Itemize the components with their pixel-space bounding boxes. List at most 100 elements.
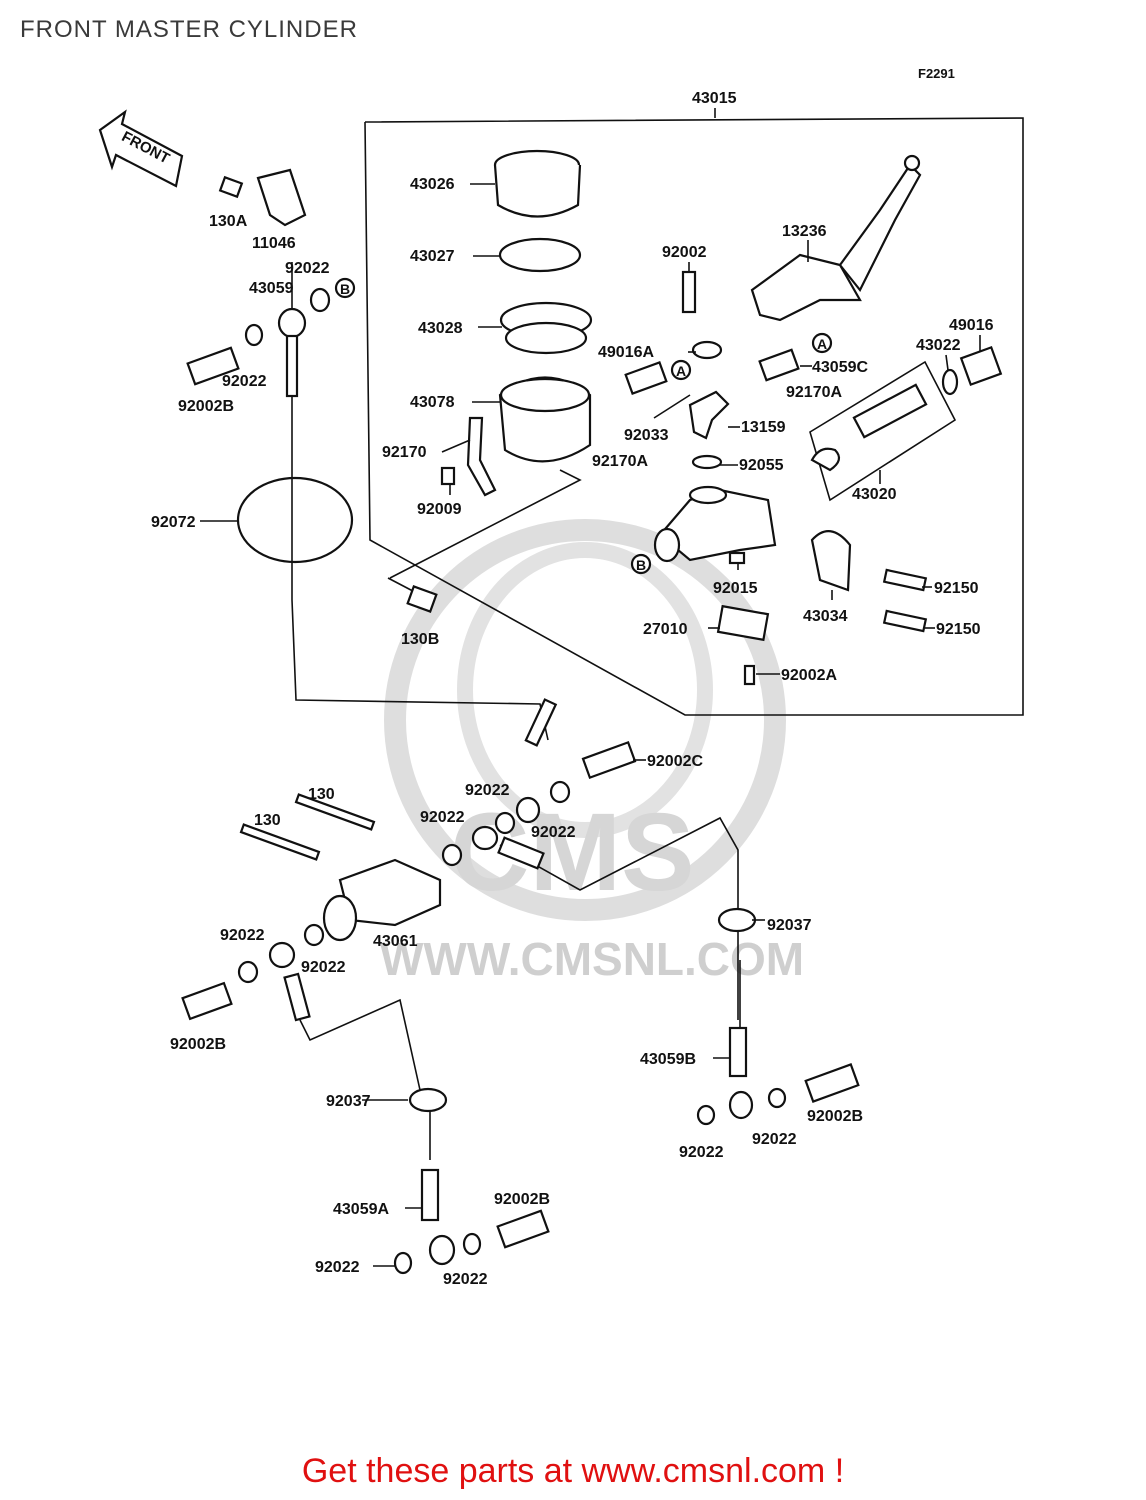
label-92002B-b: 92002B bbox=[170, 1036, 226, 1053]
reservoir-bracket bbox=[466, 416, 497, 497]
washer-92055 bbox=[691, 454, 723, 470]
label-92022-h: 92022 bbox=[679, 1144, 724, 1161]
washer-92022-e bbox=[441, 843, 463, 867]
leader-lines bbox=[200, 183, 981, 1267]
label-130A: 130A bbox=[209, 213, 248, 230]
label-92022-a: 92022 bbox=[285, 260, 330, 277]
promo-link[interactable]: Get these parts at www.cmsnl.com ! bbox=[301, 1452, 845, 1490]
reservoir-cap bbox=[493, 149, 582, 218]
label-43026: 43026 bbox=[410, 176, 455, 193]
bolt-92002C bbox=[581, 740, 637, 780]
label-92002B-a: 92002B bbox=[178, 398, 234, 415]
label-92002B-c: 92002B bbox=[807, 1108, 863, 1125]
label-92150-2: 92150 bbox=[936, 621, 981, 638]
label-92015: 92015 bbox=[713, 580, 758, 597]
clamp-43034 bbox=[810, 530, 852, 592]
bracket-11046 bbox=[256, 168, 307, 227]
banjo-43059B bbox=[728, 1090, 754, 1120]
label-130B: 130B bbox=[401, 631, 439, 648]
washer-92022-h bbox=[696, 1104, 716, 1126]
label-92033: 92033 bbox=[624, 427, 669, 444]
screw-92009 bbox=[440, 466, 456, 486]
lever bbox=[750, 154, 922, 322]
diaphragm-plate bbox=[498, 237, 582, 273]
joint-43059C bbox=[758, 348, 800, 382]
label-13159: 13159 bbox=[741, 419, 786, 436]
bolt-130-a bbox=[294, 793, 376, 831]
watermark-text: WWW.CMSNL.COM bbox=[380, 933, 804, 985]
label-43059C: 43059C bbox=[812, 359, 868, 376]
label-92022-i: 92022 bbox=[752, 1131, 797, 1148]
front-arrow-icon: FRONT bbox=[98, 109, 184, 188]
label-130-1: 130 bbox=[308, 786, 335, 803]
label-92170A-1: 92170A bbox=[786, 384, 842, 401]
label-43078: 43078 bbox=[410, 394, 455, 411]
label-43059: 43059 bbox=[249, 280, 294, 297]
label-43028: 43028 bbox=[418, 320, 463, 337]
reservoir bbox=[498, 376, 592, 463]
part-labels: 43015 43026 43027 43028 43078 92170 9200… bbox=[151, 90, 994, 1288]
nut-92015 bbox=[728, 551, 746, 565]
assembly-outline bbox=[364, 117, 1024, 716]
label-130-2: 130 bbox=[254, 812, 281, 829]
label-92022-e: 92022 bbox=[420, 809, 465, 826]
banjo-mid bbox=[471, 825, 499, 851]
banjo-43059A bbox=[428, 1234, 456, 1266]
marker-a-1: A bbox=[670, 359, 692, 381]
label-92022-b: 92022 bbox=[222, 373, 267, 390]
label-43022: 43022 bbox=[916, 337, 961, 354]
washer-92022-f bbox=[303, 923, 325, 947]
label-92022-d: 92022 bbox=[531, 824, 576, 841]
page-title: FRONT MASTER CYLINDER bbox=[20, 16, 358, 43]
marker-b-1: B bbox=[334, 277, 356, 299]
master-cylinder-body bbox=[653, 485, 777, 563]
bolt-130B bbox=[406, 585, 438, 613]
hose-fitting-upper bbox=[524, 698, 558, 747]
elbow-13159 bbox=[688, 390, 730, 440]
bolt-130A bbox=[218, 175, 244, 199]
label-92022-c: 92022 bbox=[465, 782, 510, 799]
diaphragm bbox=[499, 301, 593, 355]
label-92002: 92002 bbox=[662, 244, 707, 261]
washer-92022-d bbox=[549, 780, 571, 804]
boot-49016 bbox=[959, 345, 1003, 387]
washer-92022-g bbox=[237, 960, 259, 984]
marker-b-2: B bbox=[630, 553, 652, 575]
washer-92022-k bbox=[462, 1232, 482, 1256]
svg-text:A: A bbox=[676, 363, 686, 379]
label-49016A: 49016A bbox=[598, 344, 654, 361]
label-27010: 27010 bbox=[643, 621, 688, 638]
label-43061: 43061 bbox=[373, 933, 418, 950]
label-92002B-d: 92002B bbox=[494, 1191, 550, 1208]
joint-43061 bbox=[322, 858, 442, 942]
switch-27010 bbox=[716, 604, 770, 642]
label-43059B: 43059B bbox=[640, 1051, 696, 1068]
label-49016: 49016 bbox=[949, 317, 994, 334]
label-92150-1: 92150 bbox=[934, 580, 979, 597]
label-43027: 43027 bbox=[410, 248, 455, 265]
label-92022-j: 92022 bbox=[315, 1259, 360, 1276]
bolt-92002B-d bbox=[496, 1209, 550, 1249]
label-92037-b: 92037 bbox=[326, 1093, 371, 1110]
washer-92022-b bbox=[244, 323, 264, 347]
banjo-lower-left bbox=[268, 941, 296, 969]
piston-43020 bbox=[810, 383, 928, 472]
boot-49016A bbox=[691, 340, 723, 360]
label-92022-k: 92022 bbox=[443, 1271, 488, 1288]
bolt-130-b bbox=[239, 823, 321, 861]
svg-text:B: B bbox=[340, 281, 350, 297]
label-43015: 43015 bbox=[692, 90, 737, 107]
hose-fitting-left bbox=[283, 972, 311, 1022]
label-92002C: 92002C bbox=[647, 753, 703, 770]
washer-92022-j bbox=[393, 1251, 413, 1275]
hose-joint bbox=[624, 361, 668, 395]
label-92072: 92072 bbox=[151, 514, 196, 531]
label-92002A: 92002A bbox=[781, 667, 837, 684]
fitting-43059A bbox=[420, 1168, 440, 1222]
washer-92022-c bbox=[494, 811, 516, 835]
label-92022-g: 92022 bbox=[301, 959, 346, 976]
label-92170: 92170 bbox=[382, 444, 427, 461]
label-13236: 13236 bbox=[782, 223, 827, 240]
